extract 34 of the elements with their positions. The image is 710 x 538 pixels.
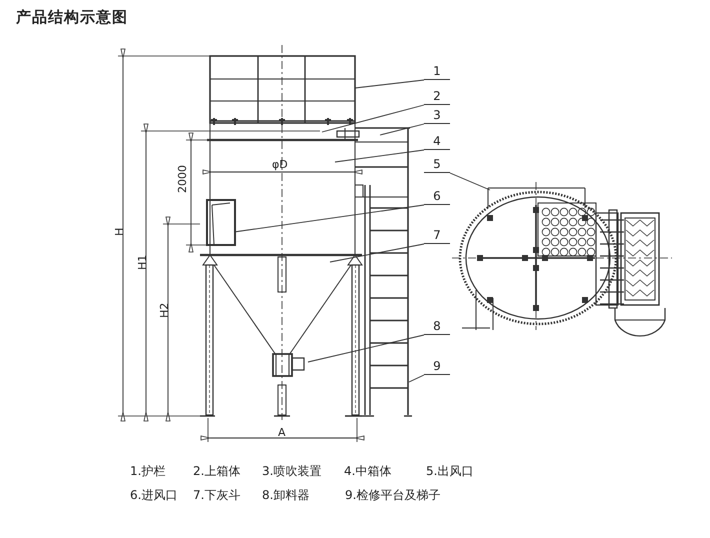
callout-number: 4 — [424, 134, 450, 150]
callout-number: 5 — [424, 157, 450, 173]
dimension-label: 2000 — [176, 165, 190, 193]
dimension-label: A — [278, 426, 286, 440]
leader-line — [354, 80, 424, 88]
callout-number: 8 — [424, 319, 450, 335]
leader-line — [308, 334, 424, 362]
callout-number: 9 — [424, 359, 450, 375]
leader-line — [450, 172, 490, 190]
dimension-label: H2 — [158, 302, 172, 318]
dimension-label: H — [113, 228, 127, 236]
legend-item: 2.上箱体 — [193, 464, 240, 478]
dimension-label: φD — [272, 158, 288, 172]
callout-number: 2 — [424, 89, 450, 105]
dimension-label: H1 — [136, 254, 150, 270]
leader-line — [334, 150, 424, 162]
callout-number: 6 — [424, 189, 450, 205]
legend-item: 3.喷吹装置 — [262, 464, 322, 478]
leader-line — [234, 204, 424, 232]
leader-line — [380, 124, 424, 136]
leader-line — [322, 104, 424, 132]
leader-line — [330, 244, 424, 262]
legend-item: 1.护栏 — [130, 464, 166, 478]
legend-item: 5.出风口 — [426, 464, 474, 478]
callout-number: 7 — [424, 228, 450, 244]
callout-number: 3 — [424, 108, 450, 124]
title: 产品结构示意图 — [16, 8, 128, 27]
legend-item: 7.下灰斗 — [193, 488, 240, 502]
leader-line — [408, 374, 424, 382]
legend-item: 6.进风口 — [130, 488, 178, 502]
legend-item: 4.中箱体 — [344, 464, 392, 478]
callout-number: 1 — [424, 64, 450, 80]
legend-item: 9.检修平台及梯子 — [345, 488, 440, 502]
legend-item: 8.卸料器 — [262, 488, 310, 502]
